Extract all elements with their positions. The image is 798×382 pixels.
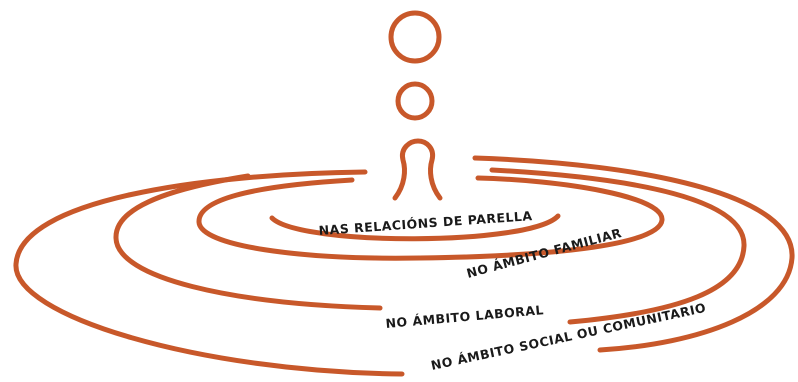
ripple-ring-work-right — [489, 167, 747, 325]
ripple-ring-relationships — [269, 213, 561, 242]
falling-drop-small — [395, 81, 435, 121]
ripple-ring-family — [196, 175, 665, 261]
ripple-ring-work — [113, 173, 383, 311]
falling-drop-large — [388, 10, 442, 64]
ripple-ring-social — [13, 169, 405, 377]
ripple-ring-social-right — [472, 155, 795, 353]
label-work: NO ÁMBITO LABORAL — [385, 302, 544, 331]
splash-drop — [392, 138, 443, 201]
